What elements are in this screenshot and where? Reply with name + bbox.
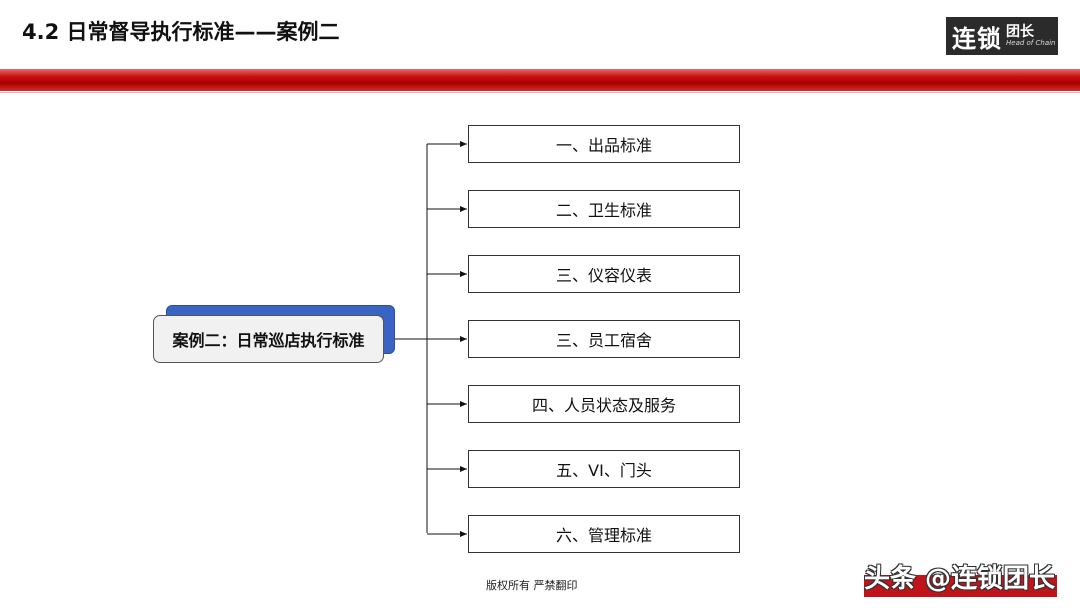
- branch-box-3: 三、仪容仪表: [468, 255, 740, 293]
- logo-team-text: 团长: [1006, 23, 1034, 40]
- logo-sub-text: Head of Chain: [1006, 38, 1056, 47]
- brand-logo: 连锁 团长 Head of Chain: [946, 17, 1058, 55]
- branch-box-4: 三、员工宿舍: [468, 320, 740, 358]
- branch-box-1: 一、出品标准: [468, 125, 740, 163]
- header-divider: [0, 92, 1080, 93]
- logo-main-text: 连锁: [952, 24, 1002, 53]
- branch-box-5: 四、人员状态及服务: [468, 385, 740, 423]
- logo-side: 团长 Head of Chain: [1006, 25, 1056, 48]
- header-red-bar: [0, 69, 1080, 91]
- page-title: 4.2 日常督导执行标准——案例二: [22, 20, 340, 44]
- red-banner: [864, 575, 1057, 597]
- central-node: 案例二：日常巡店执行标准: [153, 315, 384, 363]
- branch-box-2: 二、卫生标准: [468, 190, 740, 228]
- branch-box-6: 五、VI、门头: [468, 450, 740, 488]
- branch-box-7: 六、管理标准: [468, 515, 740, 553]
- copyright-text: 版权所有 严禁翻印: [486, 579, 578, 592]
- watermark-text: 头条 @连锁团长: [864, 564, 1056, 594]
